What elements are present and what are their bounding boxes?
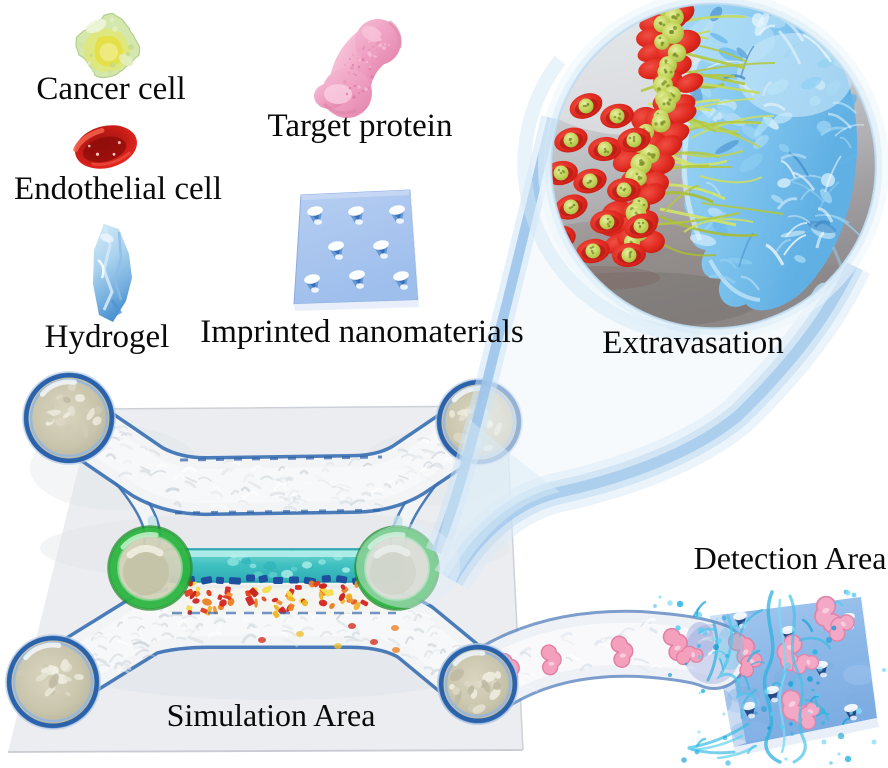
svg-text:Extravasation: Extravasation [602, 325, 783, 361]
svg-text:Cancer cell: Cancer cell [36, 71, 185, 107]
svg-text:Simulation Area: Simulation Area [167, 697, 376, 733]
svg-text:Detection Area: Detection Area [694, 540, 887, 576]
svg-text:Imprinted nanomaterials: Imprinted nanomaterials [200, 314, 523, 350]
svg-text:Target protein: Target protein [268, 108, 453, 144]
svg-text:Endothelial cell: Endothelial cell [14, 171, 222, 207]
svg-text:Hydrogel: Hydrogel [45, 319, 170, 355]
